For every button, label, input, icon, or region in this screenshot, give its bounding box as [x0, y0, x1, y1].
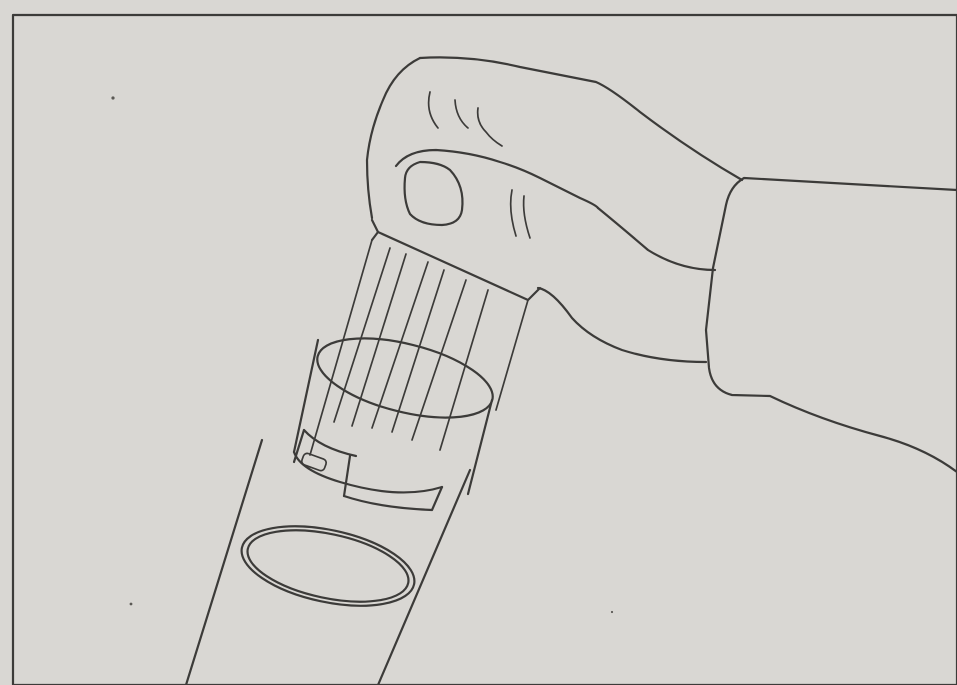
sleeve — [706, 178, 957, 472]
outer-tube — [186, 440, 470, 685]
frame-border — [13, 15, 957, 685]
hand — [367, 57, 742, 362]
paper-specks — [111, 96, 613, 613]
